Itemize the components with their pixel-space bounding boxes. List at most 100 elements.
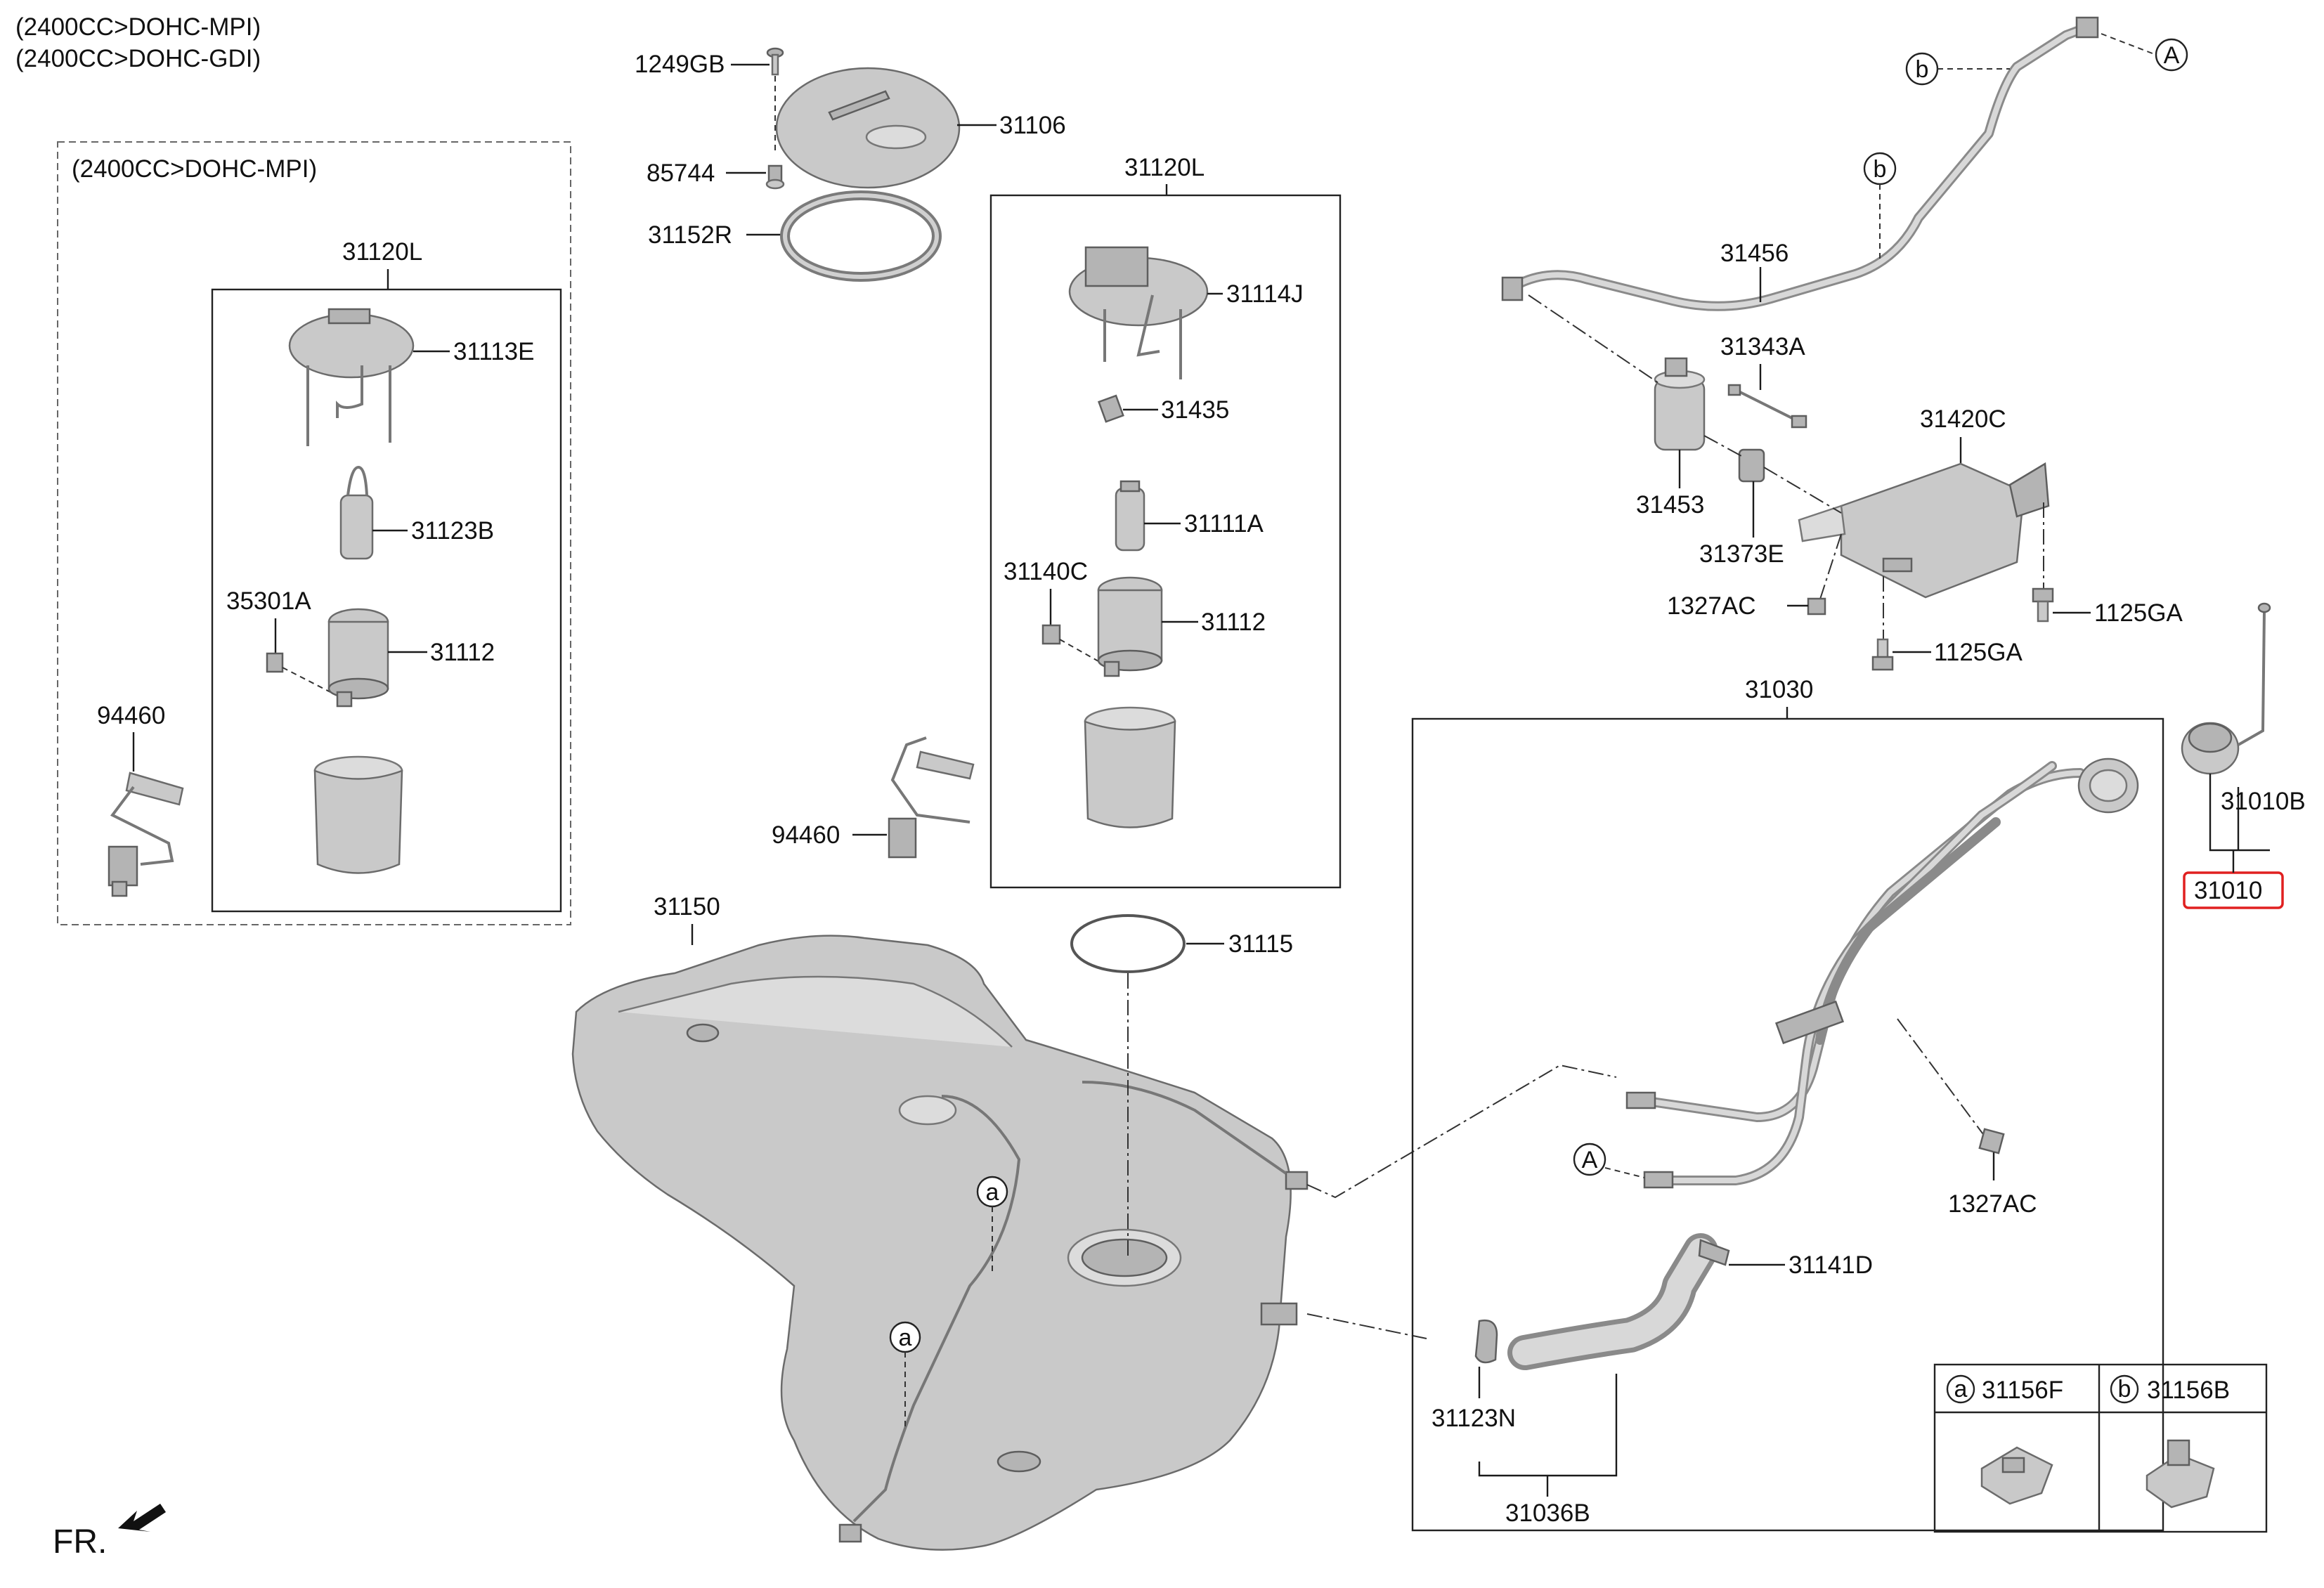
leader: [2209, 774, 2270, 852]
gdi-assembly-label: 31120L: [1124, 154, 1205, 181]
part-label-31114j: 31114J: [1226, 280, 1304, 308]
valve-31453: [1654, 357, 1706, 451]
engine-note-mpi: (2400CC>DOHC-MPI): [15, 13, 261, 41]
connector-31435: [1097, 394, 1124, 423]
ref-marker-A-top: [2155, 38, 2188, 72]
part-label-31373e: 31373E: [1699, 540, 1784, 568]
part-label-1327ac-right: 1327AC: [1948, 1190, 2037, 1218]
lock-ring-31152r: [780, 190, 942, 282]
bolt-1125ga-right: [2032, 587, 2054, 623]
clamp-31141d: [1698, 1239, 1730, 1266]
fuel-pump-31123b: [339, 465, 374, 560]
fuel-cap-31010b: [2181, 602, 2271, 775]
part-label-31140c: 31140C: [1004, 558, 1088, 585]
assembly-line: [1703, 435, 1744, 457]
vapor-line-31456: [1501, 16, 2099, 311]
valve-31373e: [1738, 448, 1765, 483]
front-arrow-icon: [118, 1504, 166, 1532]
part-label-31453: 31453: [1636, 491, 1704, 519]
clip-31156f: [1980, 1446, 2053, 1505]
clamp-31123n: [1474, 1319, 1498, 1364]
mpi-assembly-label: 31120L: [342, 238, 422, 266]
part-label-31456: 31456: [1720, 240, 1789, 267]
nut-85744: [765, 164, 785, 190]
ref-marker-b-1-text: b: [1916, 56, 1929, 83]
bolt-1125ga-bottom: [1871, 638, 1894, 671]
part-label-1125ga-bottom: 1125GA: [1934, 639, 2023, 666]
mpi-group-header: (2400CC>DOHC-MPI): [72, 155, 317, 183]
nut-1327ac-top: [1807, 597, 1826, 616]
pump-reservoir-gdi: [1084, 706, 1176, 828]
ref-marker-A-top-text: A: [2164, 42, 2180, 69]
part-label-31010: 31010: [2194, 877, 2262, 904]
part-label-31343a: 31343A: [1720, 333, 1805, 360]
screw-1249gb: [766, 47, 784, 76]
part-label-31123b: 31123B: [411, 517, 494, 545]
ref-marker-a-tank-2-text: a: [899, 1325, 912, 1351]
sensor-35301a: [266, 652, 338, 696]
pump-flange-31113e: [288, 308, 415, 446]
pump-flange-31114j: [1068, 246, 1209, 379]
canister-31420c: [1798, 462, 2050, 599]
assembly-line: [1306, 1313, 1427, 1339]
ref-arrow: [2101, 33, 2157, 56]
part-label-1327ac-top: 1327AC: [1667, 592, 1755, 620]
part-label-1249gb: 1249GB: [635, 51, 725, 78]
fuel-tank-31150: [571, 935, 1309, 1551]
part-label-31111a: 31111A: [1184, 510, 1264, 538]
filler-group-frame: [1411, 717, 2164, 1532]
pump-reservoir-mpi: [313, 755, 403, 874]
sensor-31140c: [1041, 624, 1104, 665]
seal-ring-31115: [1070, 914, 1186, 973]
filler-group-label: 31030: [1745, 676, 1813, 703]
part-label-85744: 85744: [647, 160, 715, 187]
part-label-1125ga-right: 1125GA: [2094, 599, 2183, 627]
level-sender-94460-gdi: [888, 736, 975, 859]
part-label-31112-gdi: 31112: [1201, 608, 1266, 636]
part-label-31420c: 31420C: [1920, 405, 2006, 433]
assembly-line: [1528, 294, 1659, 384]
part-label-31152r: 31152R: [648, 221, 732, 249]
assembly-line: [1816, 533, 1842, 611]
nut-1327ac-right: [1978, 1128, 2005, 1154]
mpi-group-frame: [57, 141, 571, 925]
assembly-line: [1306, 1064, 1617, 1199]
legend-marker-a: [1946, 1374, 1975, 1404]
part-label-31036b: 31036B: [1505, 1499, 1590, 1527]
legend-table: [1933, 1363, 2268, 1533]
legend-key-a: a: [1954, 1376, 1968, 1402]
part-label-94460-mpi: 94460: [97, 702, 165, 729]
filler-hose-31036b: [1507, 1233, 1718, 1370]
part-label-31113e: 31113E: [453, 338, 534, 365]
part-label-31106: 31106: [999, 112, 1066, 139]
gdi-assembly-frame: [989, 194, 1342, 889]
part-label-31123n: 31123N: [1432, 1405, 1516, 1432]
pump-housing-31112-gdi: [1097, 576, 1163, 677]
part-label-31435: 31435: [1161, 396, 1229, 424]
tank-label: 31150: [654, 893, 720, 920]
cover-plate-31106: [774, 67, 961, 189]
legend-key-b: b: [2118, 1376, 2131, 1402]
fuel-pump-31111a: [1115, 480, 1145, 552]
ref-marker-A-filler: [1573, 1143, 1606, 1176]
clip-31156b: [2146, 1439, 2215, 1509]
hose-31343a: [1727, 384, 1807, 429]
engine-note-gdi: (2400CC>DOHC-GDI): [15, 45, 261, 72]
filler-neck-assembly: [1625, 757, 2139, 1189]
part-label-31115: 31115: [1228, 930, 1293, 958]
level-sender-94460-mpi: [108, 772, 184, 897]
ref-marker-a-tank-1-text: a: [986, 1179, 999, 1206]
assembly-line: [1897, 1018, 1989, 1143]
assembly-line: [1763, 467, 1842, 514]
mpi-assembly-frame: [211, 288, 562, 913]
part-label-31112-mpi: 31112: [430, 639, 495, 666]
legend-part-a: 31156F: [1982, 1377, 2063, 1404]
part-label-31141d: 31141D: [1789, 1251, 1873, 1279]
ref-marker-A-filler-text: A: [1582, 1147, 1598, 1173]
pump-housing-31112-mpi: [327, 608, 389, 708]
legend-marker-b: [2110, 1374, 2139, 1404]
part-label-35301a: 35301A: [226, 587, 311, 615]
part-label-31010b: 31010B: [2221, 788, 2306, 815]
ref-arrow: [1604, 1167, 1645, 1178]
